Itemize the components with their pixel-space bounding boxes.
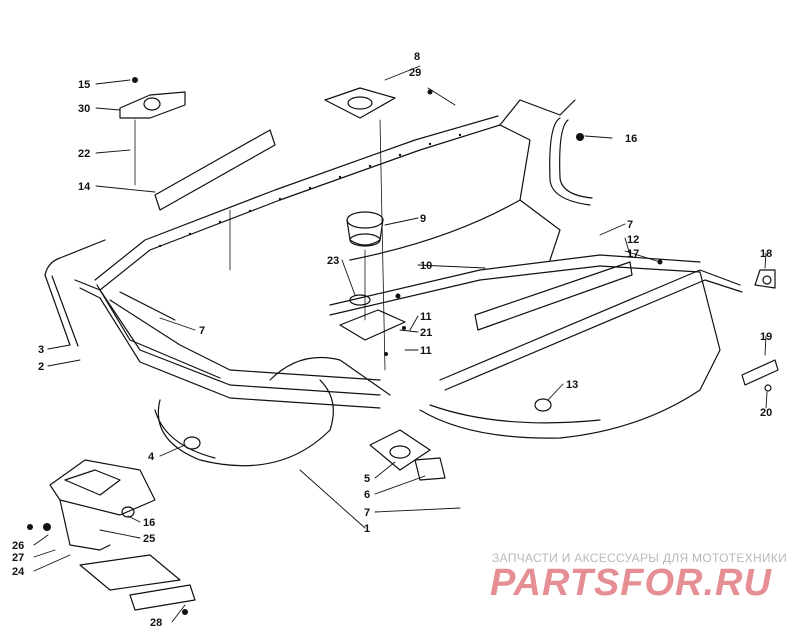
callout-14: 14 bbox=[78, 181, 91, 193]
callout-9: 9 bbox=[420, 213, 426, 225]
callout-3: 3 bbox=[38, 344, 44, 356]
callout-26: 26 bbox=[12, 540, 24, 552]
watermark-logo: PARTSFOR.RU bbox=[490, 562, 772, 604]
callout-29: 29 bbox=[409, 67, 421, 79]
callout-2: 2 bbox=[38, 361, 44, 373]
callout-8: 8 bbox=[414, 51, 420, 63]
callout-28: 28 bbox=[150, 617, 162, 629]
callout-6: 6 bbox=[364, 489, 370, 501]
front-rim bbox=[74, 115, 501, 409]
callout-labels: 8 29 15 30 22 14 16 9 7 12 17 18 23 10 3… bbox=[12, 51, 772, 629]
callout-19: 19 bbox=[760, 331, 772, 343]
callout-23: 23 bbox=[327, 255, 339, 267]
callout-22: 22 bbox=[78, 148, 90, 160]
callout-5: 5 bbox=[364, 473, 370, 485]
callout-7-lower: 7 bbox=[364, 507, 370, 519]
callout-27: 27 bbox=[12, 552, 24, 564]
callout-7: 7 bbox=[627, 219, 633, 231]
side-rail bbox=[329, 124, 701, 316]
callout-24: 24 bbox=[12, 566, 25, 578]
callout-12: 12 bbox=[627, 234, 639, 246]
callout-17: 17 bbox=[627, 248, 639, 260]
callout-30: 30 bbox=[78, 103, 90, 115]
watermark-caption: ЗАПЧАСТИ И АКСЕССУАРЫ ДЛЯ МОТОТЕХНИКИ bbox=[492, 551, 788, 565]
callout-21: 21 bbox=[420, 327, 432, 339]
callout-13: 13 bbox=[566, 379, 578, 391]
belly-pan bbox=[154, 349, 721, 467]
callout-16: 16 bbox=[625, 133, 637, 145]
callout-10: 10 bbox=[420, 260, 432, 272]
callout-7-inner: 7 bbox=[199, 325, 205, 337]
callout-4: 4 bbox=[148, 451, 155, 463]
callout-16-lower: 16 bbox=[143, 517, 155, 529]
callout-18: 18 bbox=[760, 248, 772, 260]
callout-11: 11 bbox=[420, 311, 432, 323]
callout-20: 20 bbox=[760, 407, 772, 419]
callout-1: 1 bbox=[364, 523, 370, 535]
callout-15: 15 bbox=[78, 79, 90, 91]
callout-25: 25 bbox=[143, 533, 155, 545]
callout-11-lower: 11 bbox=[420, 345, 432, 357]
